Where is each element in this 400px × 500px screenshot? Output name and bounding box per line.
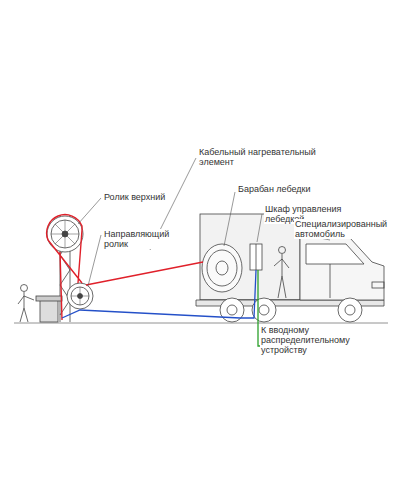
power-label: К вводному распределительному устройству bbox=[260, 325, 396, 355]
roller-label: Ролик верхний bbox=[103, 192, 166, 202]
cable-label: Кабельный нагревательный элемент bbox=[198, 147, 325, 167]
truck-label: Специализированный автомобиль bbox=[294, 219, 396, 239]
guide-roller-label: Направляющий ролик bbox=[103, 229, 173, 249]
drum-label: Барабан лебедки bbox=[237, 184, 312, 194]
